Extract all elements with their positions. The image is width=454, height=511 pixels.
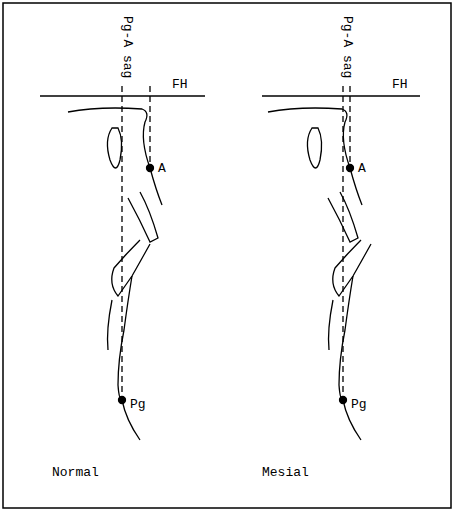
mesial-panel <box>262 86 420 440</box>
reference-line-label: FH <box>392 78 408 91</box>
fh-line <box>262 95 420 96</box>
maxilla-tracing <box>68 108 162 242</box>
pg-vertical <box>121 86 122 400</box>
panel-title: Normal <box>52 466 99 479</box>
a-vertical <box>149 86 150 168</box>
axis-label: Pg-A sag <box>341 16 354 78</box>
pg-point <box>340 397 347 404</box>
a-point <box>347 165 354 172</box>
panel-title: Mesial <box>262 466 309 479</box>
reference-line-label: FH <box>172 78 188 91</box>
maxilla-tracing <box>268 108 362 242</box>
point-label: A <box>158 162 166 175</box>
point-label: Pg <box>351 398 367 411</box>
mandible-tracing <box>108 240 151 440</box>
point-label: Pg <box>130 398 146 411</box>
a-vertical <box>349 86 350 168</box>
mandible-tracing <box>329 240 372 440</box>
frame <box>3 3 451 508</box>
a-point <box>147 165 154 172</box>
axis-label: Pg-A sag <box>121 16 134 78</box>
normal-panel <box>40 86 205 440</box>
pg-point <box>119 397 126 404</box>
point-label: A <box>358 162 366 175</box>
